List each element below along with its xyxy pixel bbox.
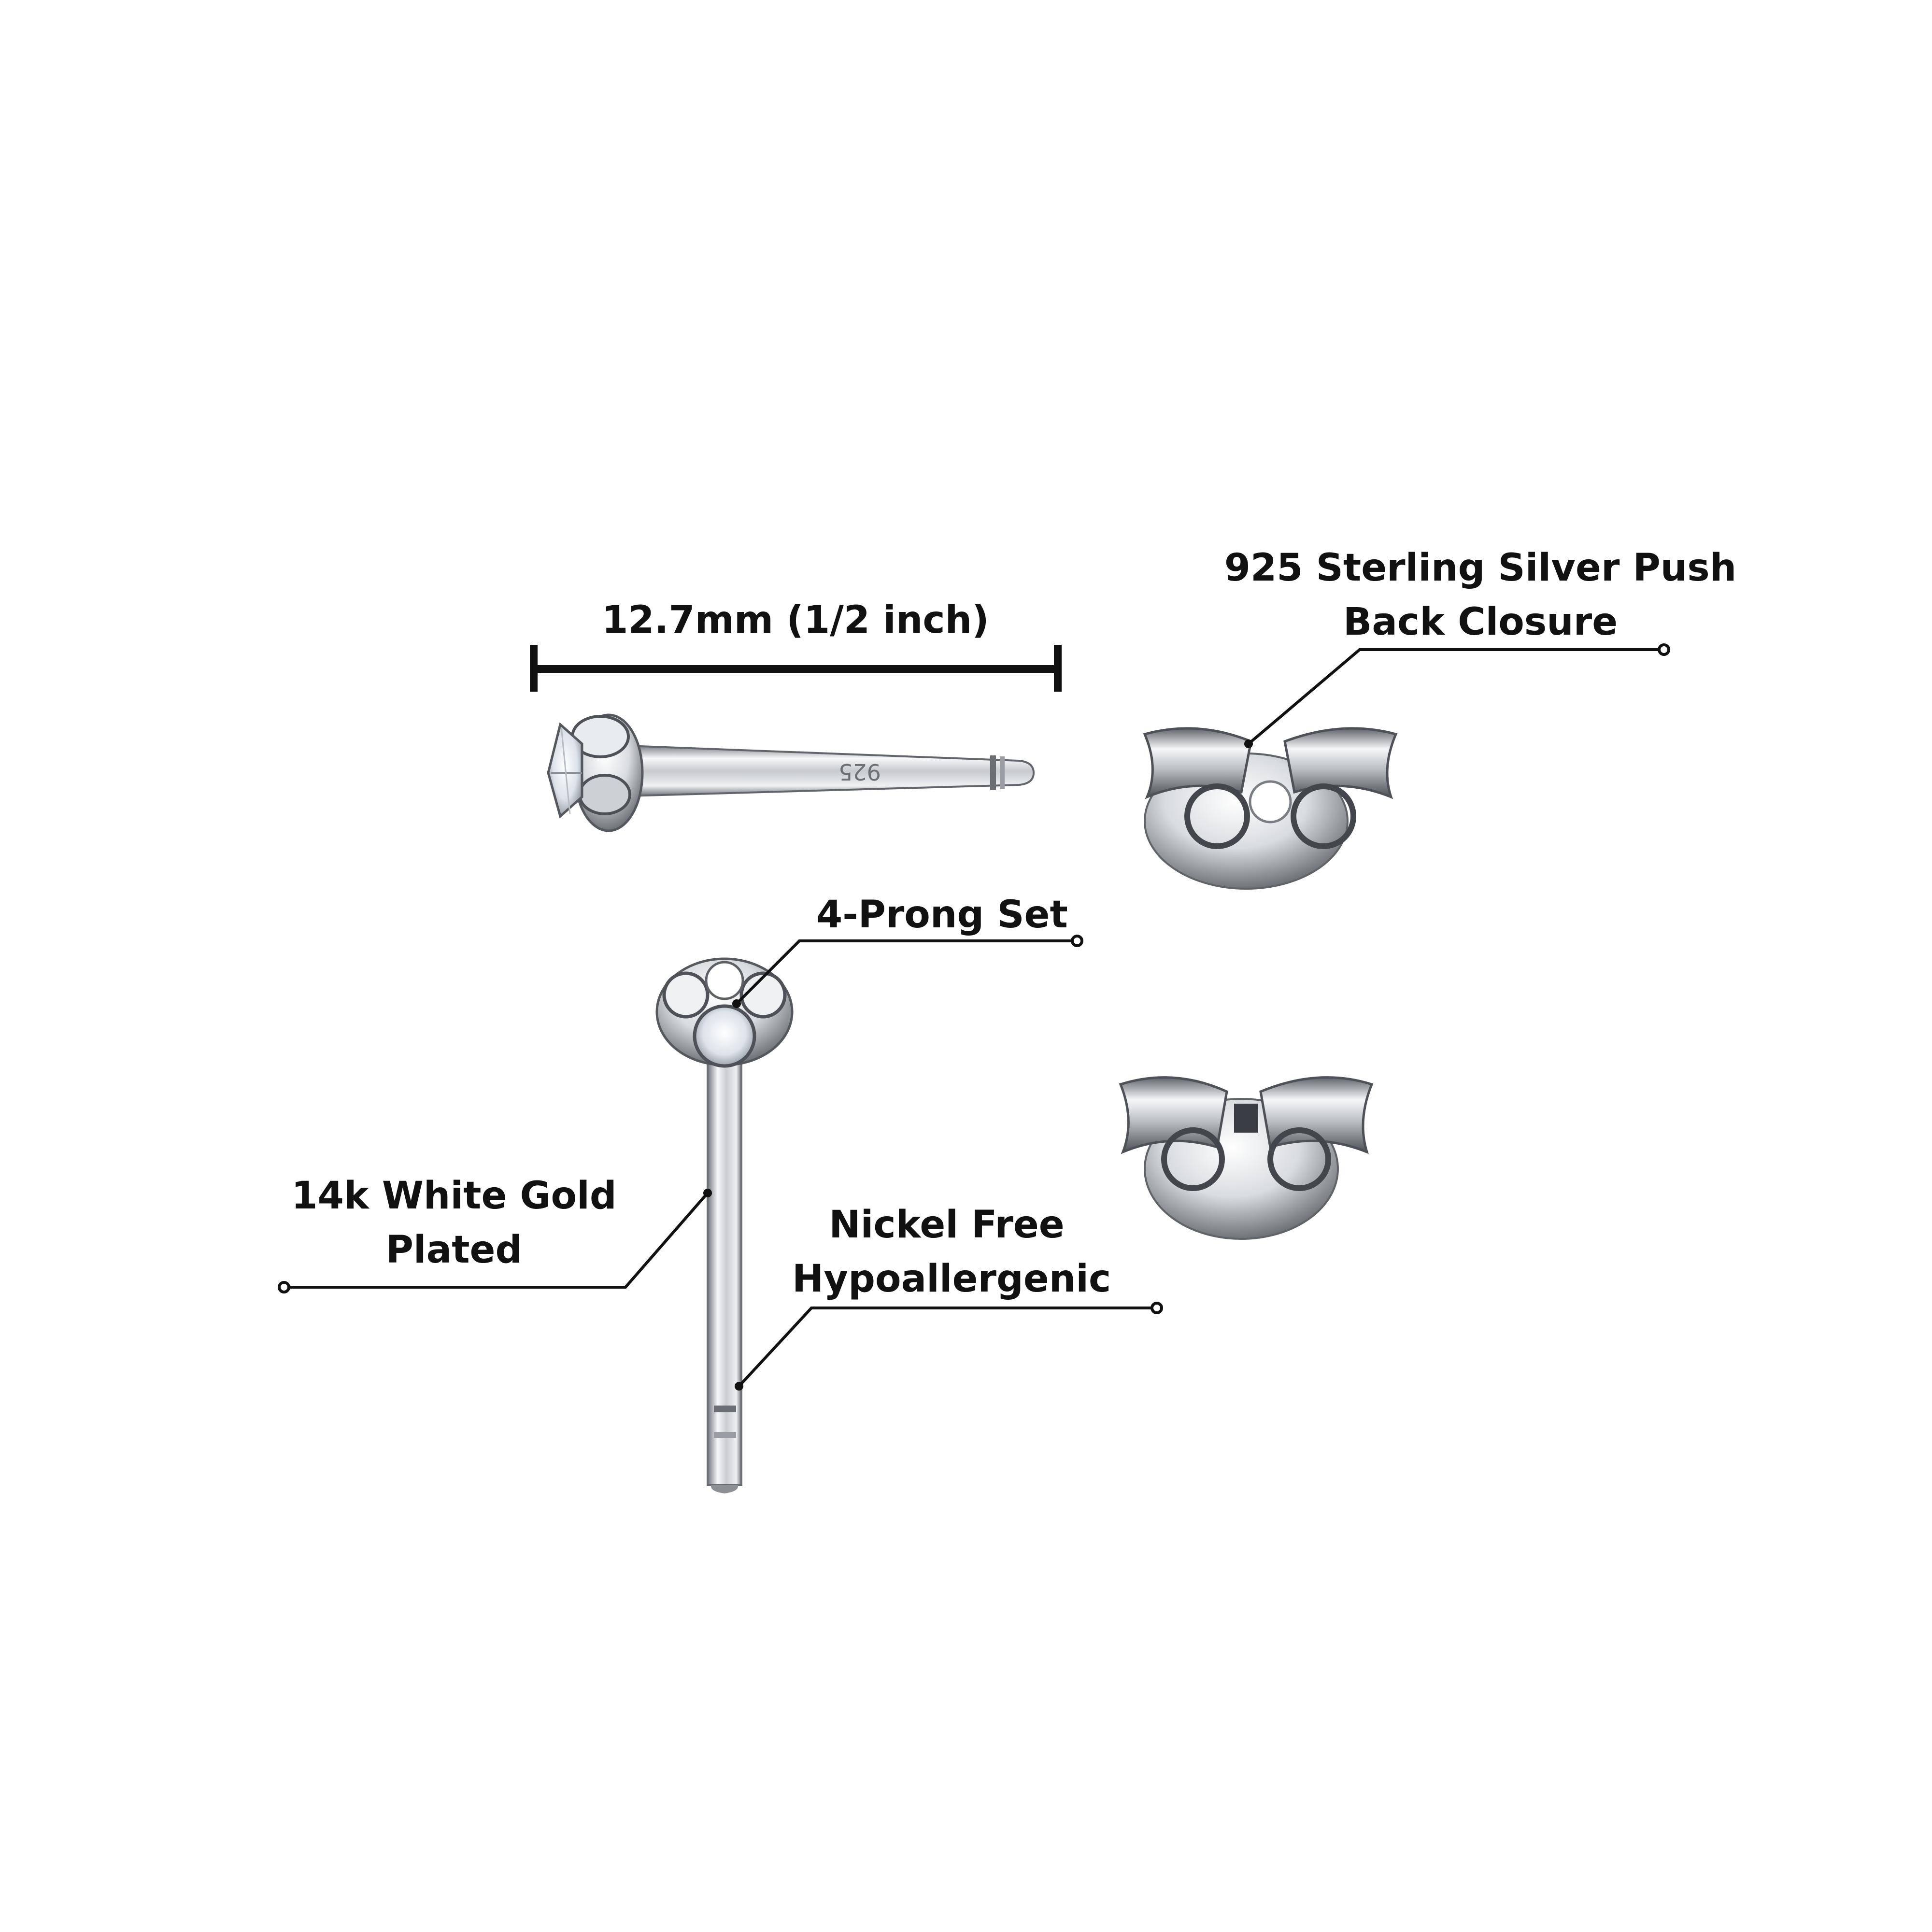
plating-leader — [289, 1192, 709, 1289]
push-back-label: 925 Sterling Silver Push Back Closure — [1198, 541, 1763, 649]
push-back-line1: 925 Sterling Silver Push — [1224, 546, 1737, 590]
push-back-dot — [1658, 643, 1670, 656]
push-back-line2: Back Closure — [1343, 600, 1618, 644]
push-back-closure-bottom — [1119, 1076, 1374, 1240]
prong-dot — [1071, 935, 1083, 947]
plating-dot — [278, 1281, 290, 1293]
plating-line1: 14k White Gold — [291, 1174, 617, 1218]
prong-text: 4-Prong Set — [816, 893, 1068, 937]
callout-dots — [278, 643, 1670, 1314]
measurement-text: 12.7mm (1/2 inch) — [602, 598, 989, 642]
nickel-leader — [738, 1307, 1152, 1388]
prong-leader — [735, 939, 1072, 1005]
earring-side-view: 925 — [547, 713, 1035, 832]
callout-lines — [289, 648, 1659, 1388]
earring-front-view — [655, 957, 794, 1493]
nickel-line1: Nickel Free — [829, 1203, 1065, 1247]
nickel-line2: Hypoallergenic — [792, 1257, 1111, 1301]
measurement-label: 12.7mm (1/2 inch) — [535, 593, 1056, 647]
callout-endpoints — [703, 739, 1253, 1391]
nickel-label: Nickel Free Hypoallergenic — [792, 1198, 1111, 1306]
plating-line2: Plated — [385, 1228, 523, 1272]
stamp-925: 925 — [838, 759, 881, 785]
nickel-dot — [1151, 1302, 1163, 1314]
plating-label: 14k White Gold Plated — [285, 1169, 623, 1277]
push-back-closure-top — [1143, 727, 1398, 890]
measurement-bar — [530, 645, 1062, 692]
push-back-leader — [1248, 648, 1659, 745]
prong-label: 4-Prong Set — [816, 888, 1068, 942]
